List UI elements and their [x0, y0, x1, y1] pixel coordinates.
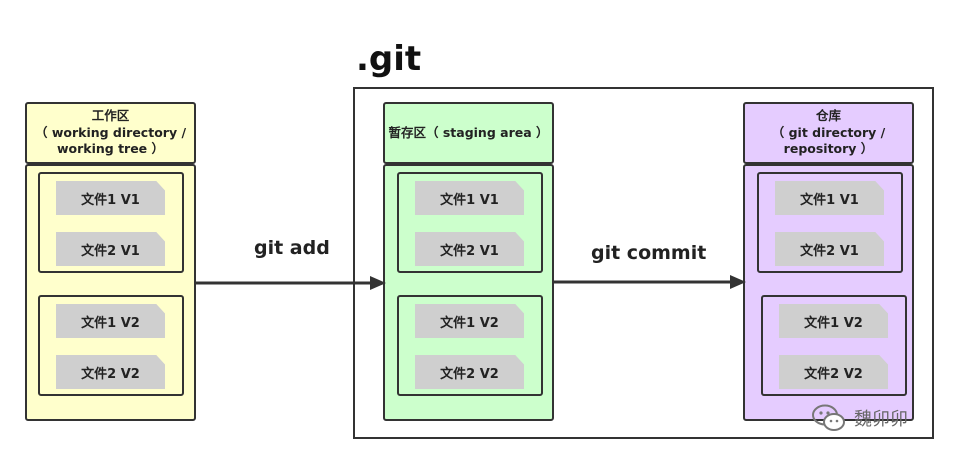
staging-area-title: 暂存区（ staging area ）	[388, 124, 549, 140]
file-item: 文件1 V2	[779, 304, 888, 338]
repository-subtitle: （ git directory /	[771, 124, 886, 140]
working-directory-subtitle-2: working tree ）	[56, 141, 165, 157]
file-item: 文件1 V2	[415, 304, 524, 338]
file-item: 文件2 V1	[56, 232, 165, 266]
git-add-arrow-head	[370, 276, 386, 290]
repository-header: 仓库 （ git directory / repository ）	[743, 102, 914, 164]
git-commit-label: git commit	[591, 242, 707, 264]
file-item: 文件2 V2	[56, 355, 165, 389]
working-directory-title: 工作区	[91, 107, 130, 123]
git-directory-title: .git	[356, 39, 422, 79]
working-directory-body: 文件1 V1 文件2 V1 文件1 V2 文件2 V2	[25, 164, 196, 421]
file-item: 文件2 V1	[415, 232, 524, 266]
staging-area-header: 暂存区（ staging area ）	[383, 102, 554, 164]
repository-body: 文件1 V1 文件2 V1 文件1 V2 文件2 V2	[743, 164, 914, 421]
working-directory-header: 工作区 （ working directory / working tree ）	[25, 102, 196, 164]
repository-subtitle-2: repository ）	[783, 141, 874, 157]
working-directory-subtitle: （ working directory /	[34, 124, 187, 140]
repository-group-v1: 文件1 V1 文件2 V1	[757, 172, 903, 273]
staging-area-body: 文件1 V1 文件2 V1 文件1 V2 文件2 V2	[383, 164, 554, 421]
working-directory-group-v1: 文件1 V1 文件2 V1	[38, 172, 184, 273]
git-add-label: git add	[254, 237, 330, 259]
file-item: 文件1 V1	[415, 181, 524, 215]
watermark: 魏卯卯	[812, 404, 908, 432]
file-item: 文件2 V2	[415, 355, 524, 389]
file-item: 文件1 V1	[56, 181, 165, 215]
git-commit-arrow-head	[730, 275, 746, 289]
file-item: 文件2 V2	[779, 355, 888, 389]
file-item: 文件1 V2	[56, 304, 165, 338]
git-directory-frame	[353, 87, 934, 439]
staging-area-group-v2: 文件1 V2 文件2 V2	[397, 295, 543, 396]
wechat-icon	[812, 404, 845, 431]
watermark-text: 魏卯卯	[854, 409, 908, 430]
staging-area-group-v1: 文件1 V1 文件2 V1	[397, 172, 543, 273]
repository-group-v2: 文件1 V2 文件2 V2	[761, 295, 907, 396]
file-item: 文件2 V1	[775, 232, 884, 266]
repository-title: 仓库	[815, 107, 841, 123]
file-item: 文件1 V1	[775, 181, 884, 215]
working-directory-group-v2: 文件1 V2 文件2 V2	[38, 295, 184, 396]
